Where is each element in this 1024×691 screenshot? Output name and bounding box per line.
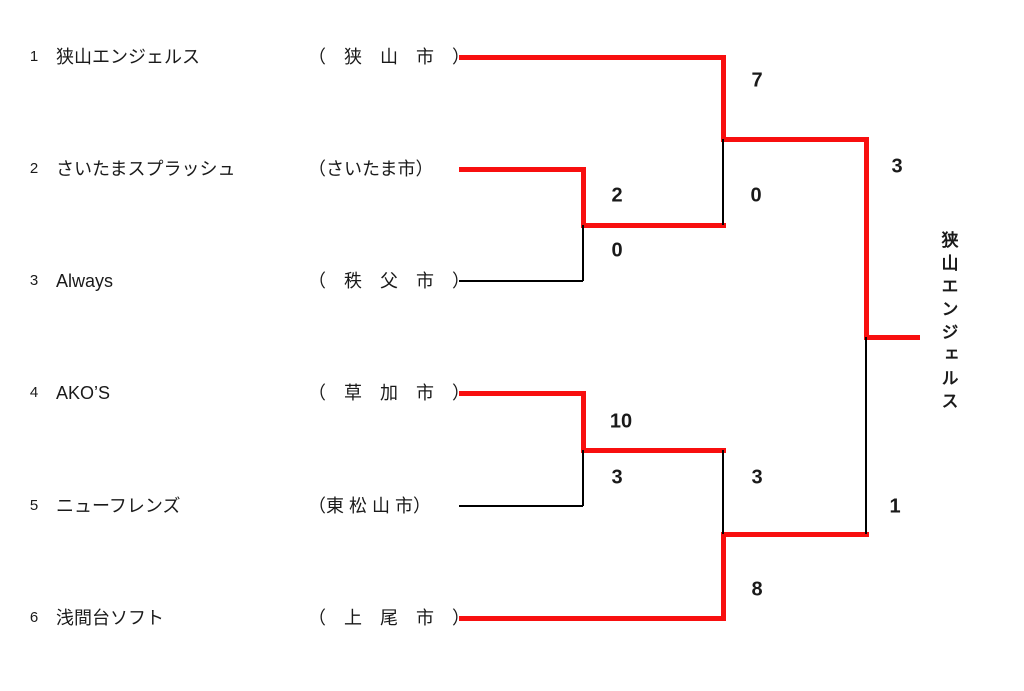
- team-city: （ 上 尾 市 ）: [308, 608, 470, 628]
- line-r1m1-winner-vertical: [580, 166, 586, 228]
- line-r1m1-loser-vertical: [582, 225, 584, 281]
- score-sf1-top: 7: [751, 69, 763, 92]
- team-seed: 1: [29, 48, 39, 65]
- line-team5-horizontal: [459, 505, 583, 507]
- line-sf2-winner-vertical: [720, 531, 726, 621]
- line-r1m1-output-horizontal: [580, 222, 726, 228]
- line-final-winner-vertical: [863, 136, 869, 340]
- team-row-4: 4 AKO’S （ 草 加 市 ）: [0, 380, 470, 406]
- line-team2-horizontal: [459, 166, 586, 172]
- team-seed: 5: [29, 497, 39, 514]
- team-seed: 2: [29, 160, 39, 177]
- line-team1-horizontal: [459, 54, 726, 60]
- line-team6-horizontal: [459, 615, 726, 621]
- line-final-loser-vertical: [865, 337, 867, 534]
- score-r1m1-bottom: 0: [611, 239, 623, 262]
- score-final-top: 3: [891, 155, 903, 178]
- team-city: （さいたま市）: [308, 159, 434, 179]
- line-sf1-winner-vertical: [720, 54, 726, 142]
- team-row-5: 5 ニューフレンズ （東 松 山 市）: [0, 493, 470, 519]
- team-row-2: 2 さいたまスプラッシュ （さいたま市）: [0, 156, 470, 182]
- line-r1m2-winner-vertical: [580, 390, 586, 453]
- team-seed: 4: [29, 384, 39, 401]
- line-sf1-output-horizontal: [720, 136, 869, 142]
- team-name: さいたまスプラッシュ: [56, 159, 236, 179]
- score-r1m2-bottom: 3: [611, 466, 623, 489]
- score-r1m2-top: 10: [609, 410, 633, 433]
- team-seed: 3: [29, 272, 39, 289]
- team-name: Always: [56, 271, 114, 291]
- team-name: 狭山エンジェルス: [56, 47, 200, 67]
- score-sf2-top: 3: [751, 466, 763, 489]
- champion-name: 狭山エンジェルス: [938, 231, 958, 415]
- team-name: AKO’S: [56, 383, 111, 403]
- team-city: （ 狭 山 市 ）: [308, 47, 470, 67]
- team-city: （ 秩 父 市 ）: [308, 271, 470, 291]
- team-seed: 6: [29, 609, 39, 626]
- team-row-1: 1 狭山エンジェルス （ 狭 山 市 ）: [0, 44, 470, 70]
- team-name: 浅間台ソフト: [56, 608, 164, 628]
- score-r1m1-top: 2: [611, 184, 623, 207]
- line-sf2-loser-vertical: [722, 450, 724, 534]
- line-r1m2-loser-vertical: [582, 450, 584, 506]
- team-city: （東 松 山 市）: [308, 496, 432, 516]
- line-r1m2-output-horizontal: [580, 447, 726, 453]
- line-sf1-loser-vertical: [722, 139, 724, 225]
- team-row-3: 3 Always （ 秩 父 市 ）: [0, 268, 470, 294]
- team-name: ニューフレンズ: [56, 496, 181, 516]
- team-city: （ 草 加 市 ）: [308, 383, 470, 403]
- score-sf2-bottom: 8: [751, 578, 763, 601]
- line-champion-horizontal: [863, 334, 920, 340]
- line-team3-horizontal: [459, 280, 583, 282]
- line-team4-horizontal: [459, 390, 586, 396]
- team-row-6: 6 浅間台ソフト （ 上 尾 市 ）: [0, 605, 470, 631]
- line-sf2-output-horizontal: [720, 531, 869, 537]
- score-sf1-bottom: 0: [750, 184, 762, 207]
- score-final-bottom: 1: [889, 495, 901, 518]
